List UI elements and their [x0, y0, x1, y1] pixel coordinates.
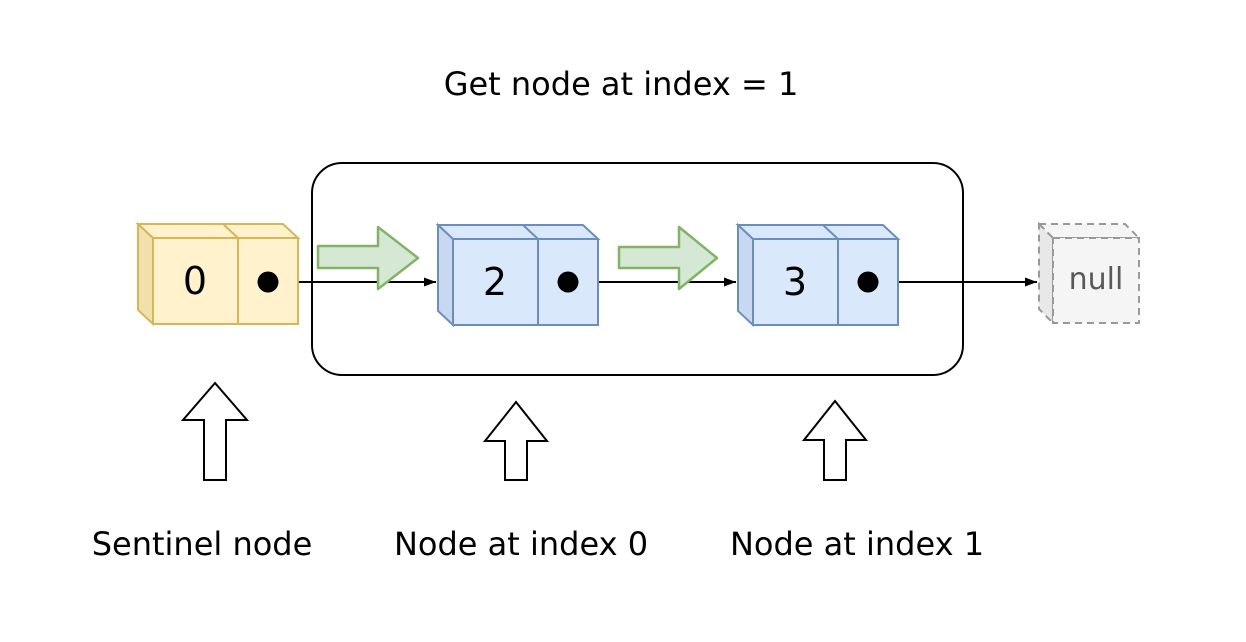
up-arrow-icon-sentinel — [180, 381, 250, 481]
null-top-face — [1036, 223, 1142, 239]
node-0-value: 2 — [482, 260, 508, 304]
node-1-pointer-dot-icon — [857, 271, 879, 293]
node-1-side-face — [737, 222, 754, 328]
node-0-top-face — [435, 224, 601, 240]
node-0-pointer-dot-icon — [557, 271, 579, 293]
node-1-value: 3 — [782, 260, 808, 304]
caption-sentinel: Sentinel node — [91, 525, 313, 563]
node-1-top-divider — [822, 224, 839, 240]
caption-node-1: Node at index 1 — [729, 525, 985, 563]
traverse-step-arrow-icon-1 — [316, 225, 420, 291]
sentinel-top-divider — [222, 223, 239, 239]
sentinel-pointer-dot-icon — [257, 271, 279, 293]
sentinel-value: 0 — [182, 259, 208, 303]
null-label: null — [1068, 262, 1124, 297]
node-0-side-face — [437, 222, 454, 328]
node-0-front-face — [452, 238, 599, 326]
up-arrow-icon-node-0 — [482, 400, 550, 481]
highlight-group-outline — [311, 162, 964, 376]
sentinel-top-face — [135, 223, 301, 239]
diagram-title: Get node at index = 1 — [443, 65, 799, 103]
null-side-face — [1038, 221, 1054, 326]
node-0-cube — [435, 222, 601, 328]
up-arrow-icon-node-1 — [801, 399, 869, 481]
traverse-step-arrow-icon-2 — [617, 225, 719, 291]
node-1-top-face — [735, 224, 901, 240]
null-terminator-cube — [1036, 221, 1142, 326]
node-0-top-divider — [522, 224, 539, 240]
sentinel-side-face — [137, 221, 154, 327]
caption-node-0: Node at index 0 — [393, 525, 649, 563]
null-front-face — [1052, 237, 1140, 324]
